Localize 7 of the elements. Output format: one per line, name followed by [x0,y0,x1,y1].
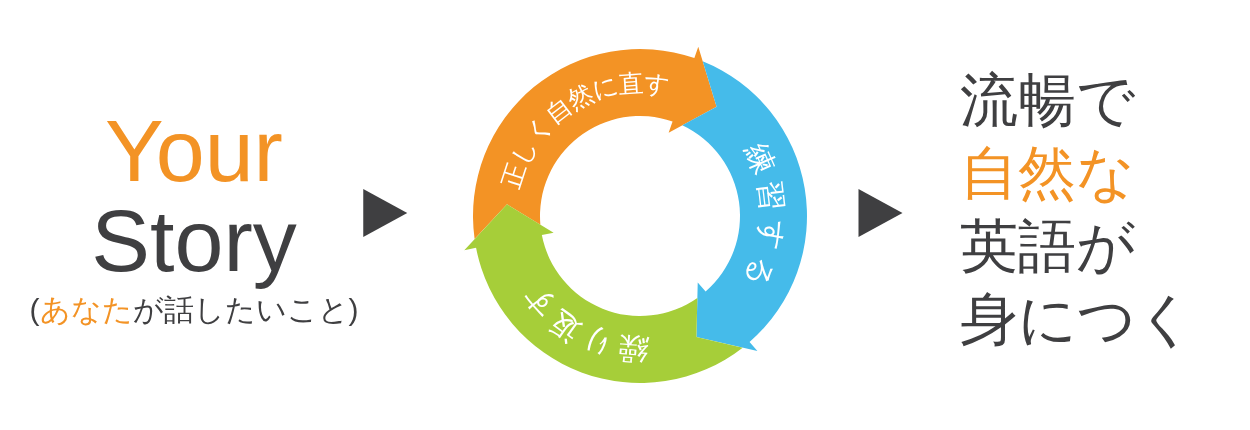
result-text: 流暢で自然な英語が身につく [960,66,1195,353]
subtitle-text: (あなたが話したいこと) [29,292,359,328]
arrow [363,189,408,237]
step-label: 繰り返す [510,273,650,368]
step-label: 正しく自然に直す [495,67,674,192]
arrow [858,189,903,237]
step-label: 練習する [733,137,793,304]
